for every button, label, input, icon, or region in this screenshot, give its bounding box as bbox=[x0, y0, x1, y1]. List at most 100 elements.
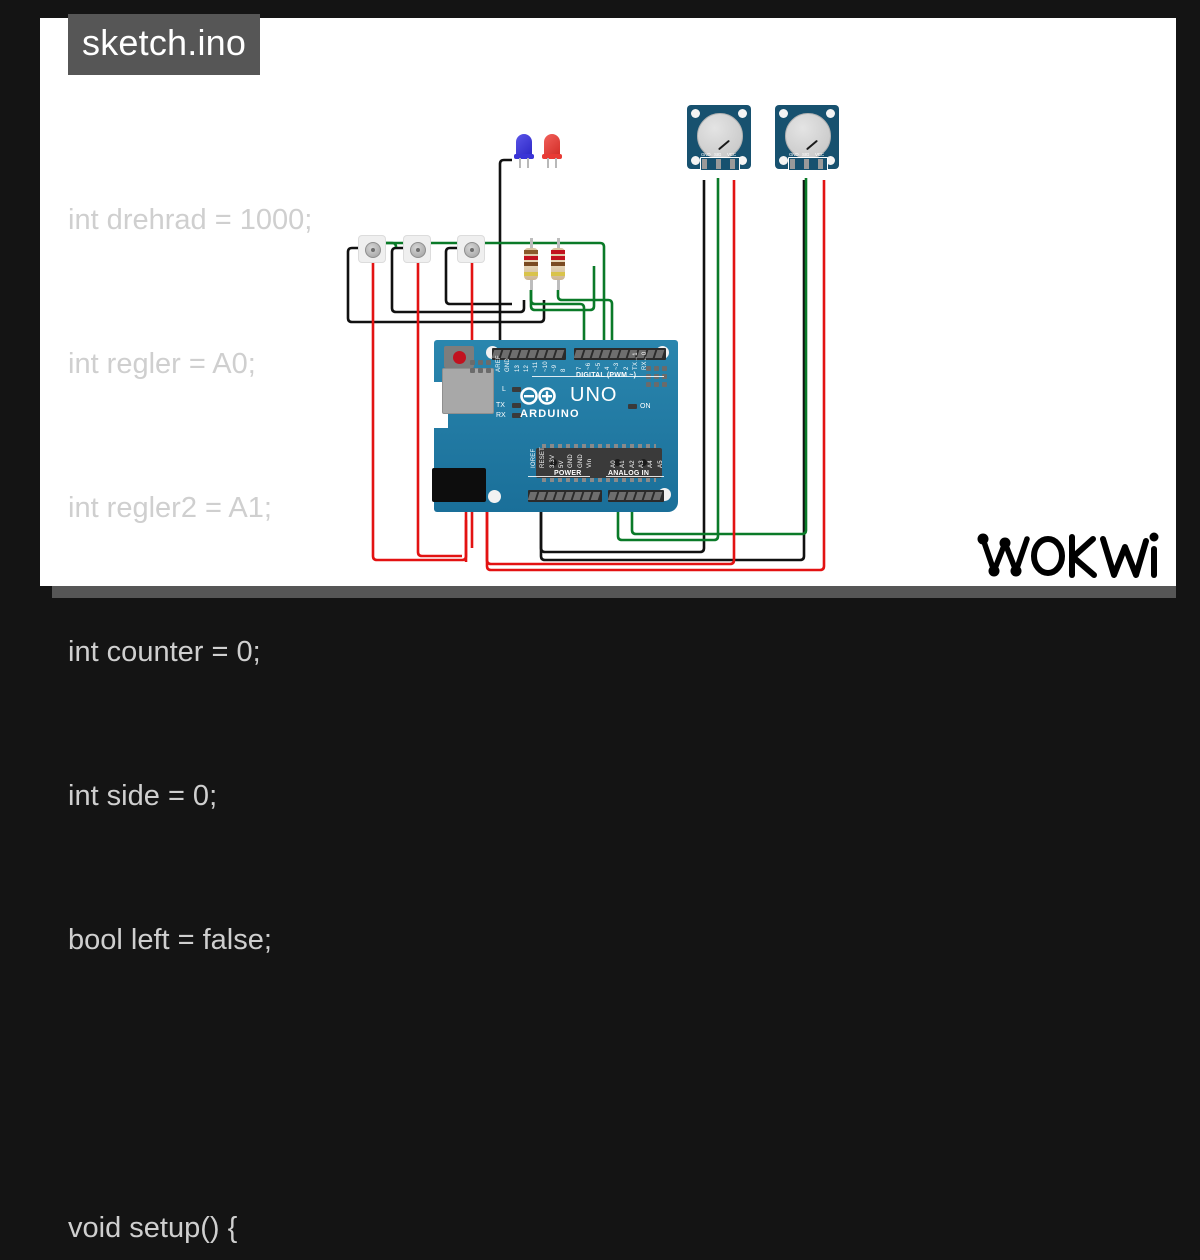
resistor-1[interactable] bbox=[524, 238, 538, 290]
resistor-band bbox=[551, 256, 565, 260]
code-line: int counter = 0; bbox=[68, 636, 261, 668]
pot-pin-label: SIG bbox=[802, 152, 810, 157]
pot-pin bbox=[818, 159, 823, 169]
pot-pin-label: VCC bbox=[815, 152, 824, 157]
code-editor[interactable]: int drehrad = 1000; int regler = A0; int… bbox=[68, 100, 728, 1260]
potentiometer-1[interactable]: GND SIG VCC bbox=[687, 105, 751, 177]
digital-pin-label-12: 12 bbox=[523, 364, 530, 372]
wokwi-project-preview: int drehrad = 1000; int regler = A0; int… bbox=[40, 14, 1176, 1244]
led-leg bbox=[527, 158, 529, 168]
led-2[interactable] bbox=[541, 134, 563, 168]
resistor-band bbox=[524, 262, 538, 266]
led-flange bbox=[514, 154, 534, 159]
arduino-infinity-logo-icon bbox=[520, 387, 556, 405]
code-line: int drehrad = 1000; bbox=[68, 204, 313, 236]
power-pin-label-5V: 5V bbox=[558, 460, 565, 468]
power-header[interactable] bbox=[527, 490, 602, 502]
mount-hole bbox=[691, 156, 700, 165]
code-line bbox=[68, 1060, 728, 1108]
analog-pin-label-A3: A3 bbox=[638, 460, 645, 468]
code-line: int regler2 = A1; bbox=[68, 492, 272, 524]
mount-hole bbox=[738, 109, 747, 118]
file-tab[interactable]: sketch.ino bbox=[68, 14, 261, 75]
digital-pin-label-10: ~10 bbox=[542, 361, 549, 372]
digital-pin-label-8: 8 bbox=[561, 368, 568, 372]
digital-pin-label-3: ~3 bbox=[614, 362, 621, 370]
power-pin-label-33V: 3.3V bbox=[549, 454, 556, 468]
silk-divider bbox=[606, 476, 664, 477]
pot-pin-label: GND bbox=[789, 152, 799, 157]
led-tx-label: TX bbox=[496, 402, 505, 409]
led-on-indicator bbox=[628, 404, 637, 409]
led-1[interactable] bbox=[513, 134, 535, 168]
mount-hole bbox=[826, 156, 835, 165]
pot-knob[interactable] bbox=[697, 113, 743, 159]
digital-pin-label-13: 13 bbox=[514, 364, 521, 372]
potentiometer-2[interactable]: GND SIG VCC bbox=[775, 105, 839, 177]
analog-pin-label-A5: A5 bbox=[657, 460, 664, 468]
led-l-label: L bbox=[502, 386, 506, 393]
mount-hole bbox=[738, 156, 747, 165]
resistor-band bbox=[524, 250, 538, 254]
digital-pin-label-RX0: RX←0 bbox=[642, 351, 649, 370]
pushbutton-2[interactable] bbox=[404, 236, 430, 262]
pot-pin bbox=[804, 159, 809, 169]
reset-button[interactable] bbox=[444, 346, 474, 368]
power-header-label: POWER bbox=[554, 470, 582, 477]
led-tx-indicator bbox=[512, 403, 521, 408]
led-rx-indicator bbox=[512, 413, 521, 418]
pot-pin-label: VCC bbox=[727, 152, 736, 157]
resistor-body bbox=[524, 248, 538, 280]
resistor-band bbox=[551, 272, 565, 276]
power-pin-label-IOREF: IOREF bbox=[531, 448, 537, 468]
power-pin-label-Vin: Vin bbox=[586, 458, 593, 468]
led-leg bbox=[555, 158, 557, 168]
power-jack bbox=[432, 468, 486, 502]
digital-pin-label-AREF: AREF bbox=[496, 355, 502, 372]
mount-hole bbox=[779, 109, 788, 118]
power-pin-label-RESET: RESET bbox=[540, 446, 547, 468]
pushbutton-3[interactable] bbox=[458, 236, 484, 262]
analog-header[interactable] bbox=[607, 490, 664, 502]
pushbutton-1[interactable] bbox=[359, 236, 385, 262]
pot-pin bbox=[716, 159, 721, 169]
led-l-indicator bbox=[512, 387, 521, 392]
digital-pin-label-7: 7 bbox=[577, 366, 583, 370]
led-bulb-icon bbox=[516, 134, 532, 158]
digital-header-label: DIGITAL (PWM ~) bbox=[576, 372, 636, 379]
digital-pin-label-9: ~9 bbox=[551, 364, 558, 372]
resistor-band bbox=[551, 250, 565, 254]
code-line: int regler = A0; bbox=[68, 348, 256, 380]
digital-pin-label-5: ~5 bbox=[595, 362, 602, 370]
digital-pin-label-4: 4 bbox=[604, 366, 611, 370]
usb-connector bbox=[442, 368, 494, 414]
resistor-2[interactable] bbox=[551, 238, 565, 290]
analog-pin-label-A0: A0 bbox=[611, 460, 617, 468]
digital-header-low[interactable] bbox=[573, 348, 666, 360]
icsp2-header bbox=[470, 360, 492, 382]
pot-pin-label: SIG bbox=[714, 152, 722, 157]
button-cap-icon bbox=[365, 242, 381, 258]
wokwi-logo-dot bbox=[1149, 532, 1159, 542]
led-leg bbox=[547, 158, 549, 168]
atmega328p-chip bbox=[536, 444, 662, 482]
analog-pin-label-A1: A1 bbox=[620, 460, 627, 468]
resistor-band bbox=[524, 256, 538, 260]
analog-header-label: ANALOG IN bbox=[608, 470, 650, 477]
power-pin-label-GND: GND bbox=[577, 454, 584, 468]
led-bulb-icon bbox=[544, 134, 560, 158]
led-flange bbox=[542, 154, 562, 159]
digital-pin-label-TX1: TX→1 bbox=[632, 352, 639, 370]
led-leg bbox=[519, 158, 521, 168]
analog-pin-label-A2: A2 bbox=[629, 460, 636, 468]
code-line: int side = 0; bbox=[68, 780, 218, 812]
power-pin-label-GND: GND bbox=[568, 454, 575, 468]
analog-pin-label-A4: A4 bbox=[648, 460, 655, 468]
silk-divider bbox=[532, 376, 664, 377]
digital-pin-label-2: 2 bbox=[623, 366, 630, 370]
pot-indicator-icon bbox=[717, 139, 731, 151]
pot-pin bbox=[702, 159, 707, 169]
digital-header-high[interactable] bbox=[491, 348, 566, 360]
digital-pin-label-6: ~6 bbox=[586, 362, 593, 370]
